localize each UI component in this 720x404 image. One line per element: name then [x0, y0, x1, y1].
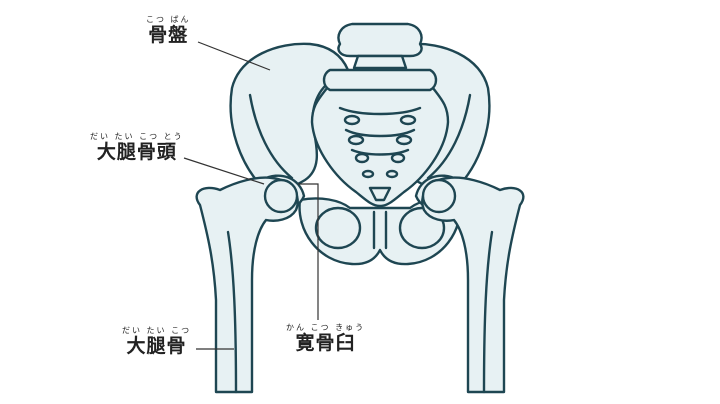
ruby-femur: だい たい こつ: [122, 326, 192, 335]
obturator-foramen-left: [314, 206, 362, 250]
ruby-pelvis: こつ ばん: [146, 15, 191, 24]
vertebra-neck: [352, 54, 408, 70]
leader-pelvis: [197, 41, 271, 71]
iliac-inner-line-right: [426, 93, 472, 180]
sacrum: [310, 82, 450, 208]
femur-shaft-line-right: [482, 230, 494, 394]
leader-femoral-head: [183, 157, 265, 185]
femur-left: [195, 176, 299, 394]
ruby-acetabulum: かん こつ きゅう: [286, 323, 366, 332]
leader-acetabulum: [298, 183, 319, 320]
term-femoral-head: 大腿骨頭: [96, 141, 177, 163]
label-femoral-head: だい たい こつ とう 大腿骨頭: [90, 133, 184, 162]
label-acetabulum: かん こつ きゅう 寛骨臼: [286, 324, 365, 353]
sacral-ridge-2: [344, 128, 416, 138]
femur-shaft-line-left: [226, 230, 238, 394]
sacrum-top: [322, 68, 438, 92]
coccyx: [368, 186, 392, 202]
femoral-head-left: [263, 178, 299, 214]
term-acetabulum: 寛骨臼: [295, 332, 356, 354]
femur-right: [421, 176, 525, 394]
term-femur: 大腿骨: [126, 335, 187, 357]
ruby-femoral-head: だい たい こつ とう: [90, 132, 184, 141]
sacral-ridge-3: [350, 148, 410, 156]
iliac-wing-left: [229, 42, 350, 192]
label-femur: だい たい こつ 大腿骨: [122, 327, 191, 356]
term-pelvis: 骨盤: [148, 24, 189, 46]
pubic-symphysis: [372, 210, 388, 250]
iliac-inner-line-left: [248, 93, 294, 180]
sacral-ridge-1: [338, 106, 422, 116]
label-pelvis: こつ ばん 骨盤: [146, 16, 191, 45]
femoral-head-right: [421, 178, 457, 214]
lumbar-vertebra: [337, 22, 423, 58]
